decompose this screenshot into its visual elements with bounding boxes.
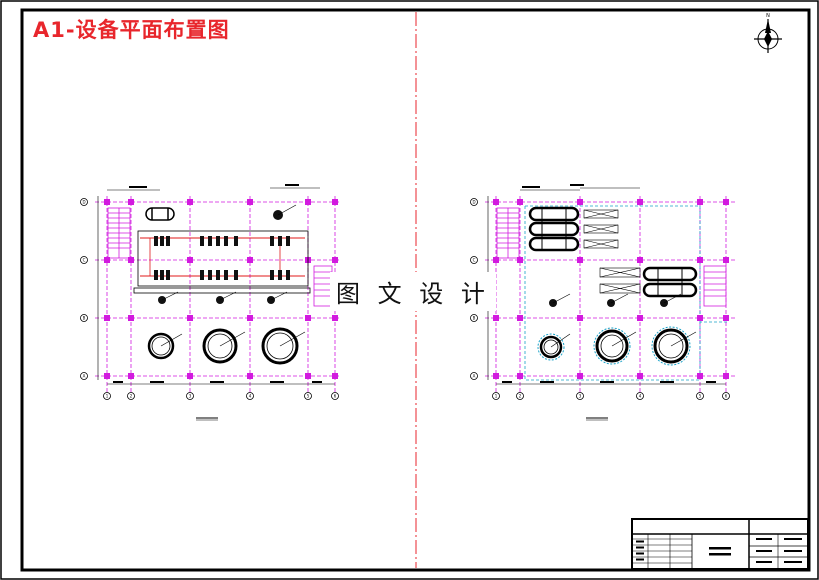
svg-text:B: B <box>473 316 476 321</box>
svg-text:A: A <box>473 374 476 379</box>
svg-text:4: 4 <box>249 394 252 399</box>
svg-text:C: C <box>83 258 86 263</box>
svg-text:6: 6 <box>725 394 728 399</box>
svg-text:3: 3 <box>189 394 192 399</box>
svg-text:5: 5 <box>699 394 702 399</box>
svg-text:2: 2 <box>519 394 522 399</box>
svg-text:A: A <box>83 374 86 379</box>
svg-text:2: 2 <box>130 394 133 399</box>
svg-text:D: D <box>472 200 475 205</box>
svg-text:4: 4 <box>639 394 642 399</box>
svg-text:1: 1 <box>495 394 498 399</box>
drawing-title: A1-设备平面布置图 <box>33 18 230 42</box>
svg-text:B: B <box>83 316 86 321</box>
watermark-text: 图 文 设 计 <box>330 272 496 311</box>
svg-text:3: 3 <box>579 394 582 399</box>
svg-text:D: D <box>82 200 85 205</box>
svg-text:N: N <box>766 13 770 19</box>
svg-text:6: 6 <box>334 394 337 399</box>
svg-text:5: 5 <box>307 394 310 399</box>
svg-text:C: C <box>473 258 476 263</box>
drawing-frame <box>20 8 811 572</box>
north-arrow-icon: N <box>754 13 782 53</box>
title-block <box>631 518 809 570</box>
plan-left: 1 2 3 4 5 6 D C B A <box>80 184 340 421</box>
plan-right: 1 2 3 4 5 6 D C B A <box>470 184 735 421</box>
svg-text:1: 1 <box>106 394 109 399</box>
